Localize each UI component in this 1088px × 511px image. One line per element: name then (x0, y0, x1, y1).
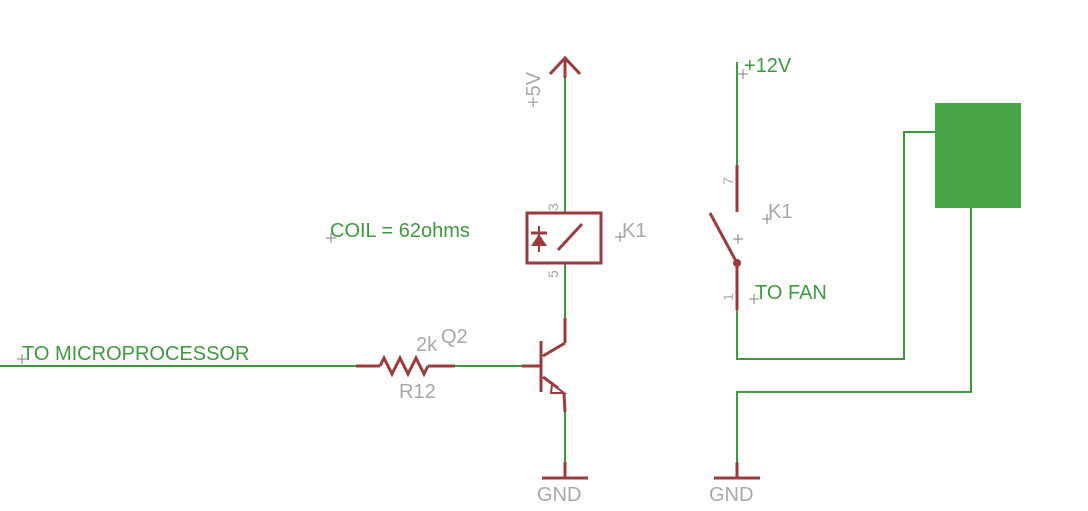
resistor-name-label: R12 (399, 381, 436, 403)
fan-block (935, 103, 1021, 208)
resistor-r12: 2k R12 (356, 334, 455, 403)
coil-note-label: COIL = 62ohms (330, 220, 470, 242)
transistor-name-label: Q2 (441, 326, 468, 348)
coil-pin-3: 3 (545, 203, 561, 211)
switch-name-label: K1 (768, 201, 792, 223)
supply-12v-label: +12V (744, 55, 792, 77)
wire-fan-gnd (736, 207, 972, 478)
coil-name-label: K1 (622, 220, 646, 242)
supply-5v-symbol: +5V (523, 55, 582, 108)
wire-switch-fan (736, 131, 935, 360)
gnd-left-label: GND (537, 484, 581, 506)
supply-12v-symbol: +12V (738, 55, 792, 79)
gnd-left-symbol: GND (537, 462, 588, 506)
relay-coil: 3 5 K1 (525, 203, 646, 278)
coil-pin-5: 5 (545, 270, 561, 278)
coil-note: COIL = 62ohms (326, 220, 470, 243)
switch-pin-1: 1 (720, 293, 736, 301)
resistor-value-label: 2k (416, 334, 438, 356)
switch-pin-7: 7 (720, 177, 736, 185)
transistor-q2: Q2 (441, 318, 567, 413)
to-fan-label-group: TO FAN (749, 282, 827, 304)
relay-switch: 7 1 K1 (708, 165, 792, 310)
input-label-group: TO MICROPROCESSOR (17, 343, 249, 365)
supply-5v-label: +5V (523, 71, 545, 108)
gnd-right-symbol: GND (709, 462, 760, 506)
to-microprocessor-label: TO MICROPROCESSOR (22, 343, 249, 365)
gnd-right-label: GND (709, 484, 753, 506)
to-fan-label: TO FAN (755, 282, 827, 304)
wires (0, 62, 972, 478)
